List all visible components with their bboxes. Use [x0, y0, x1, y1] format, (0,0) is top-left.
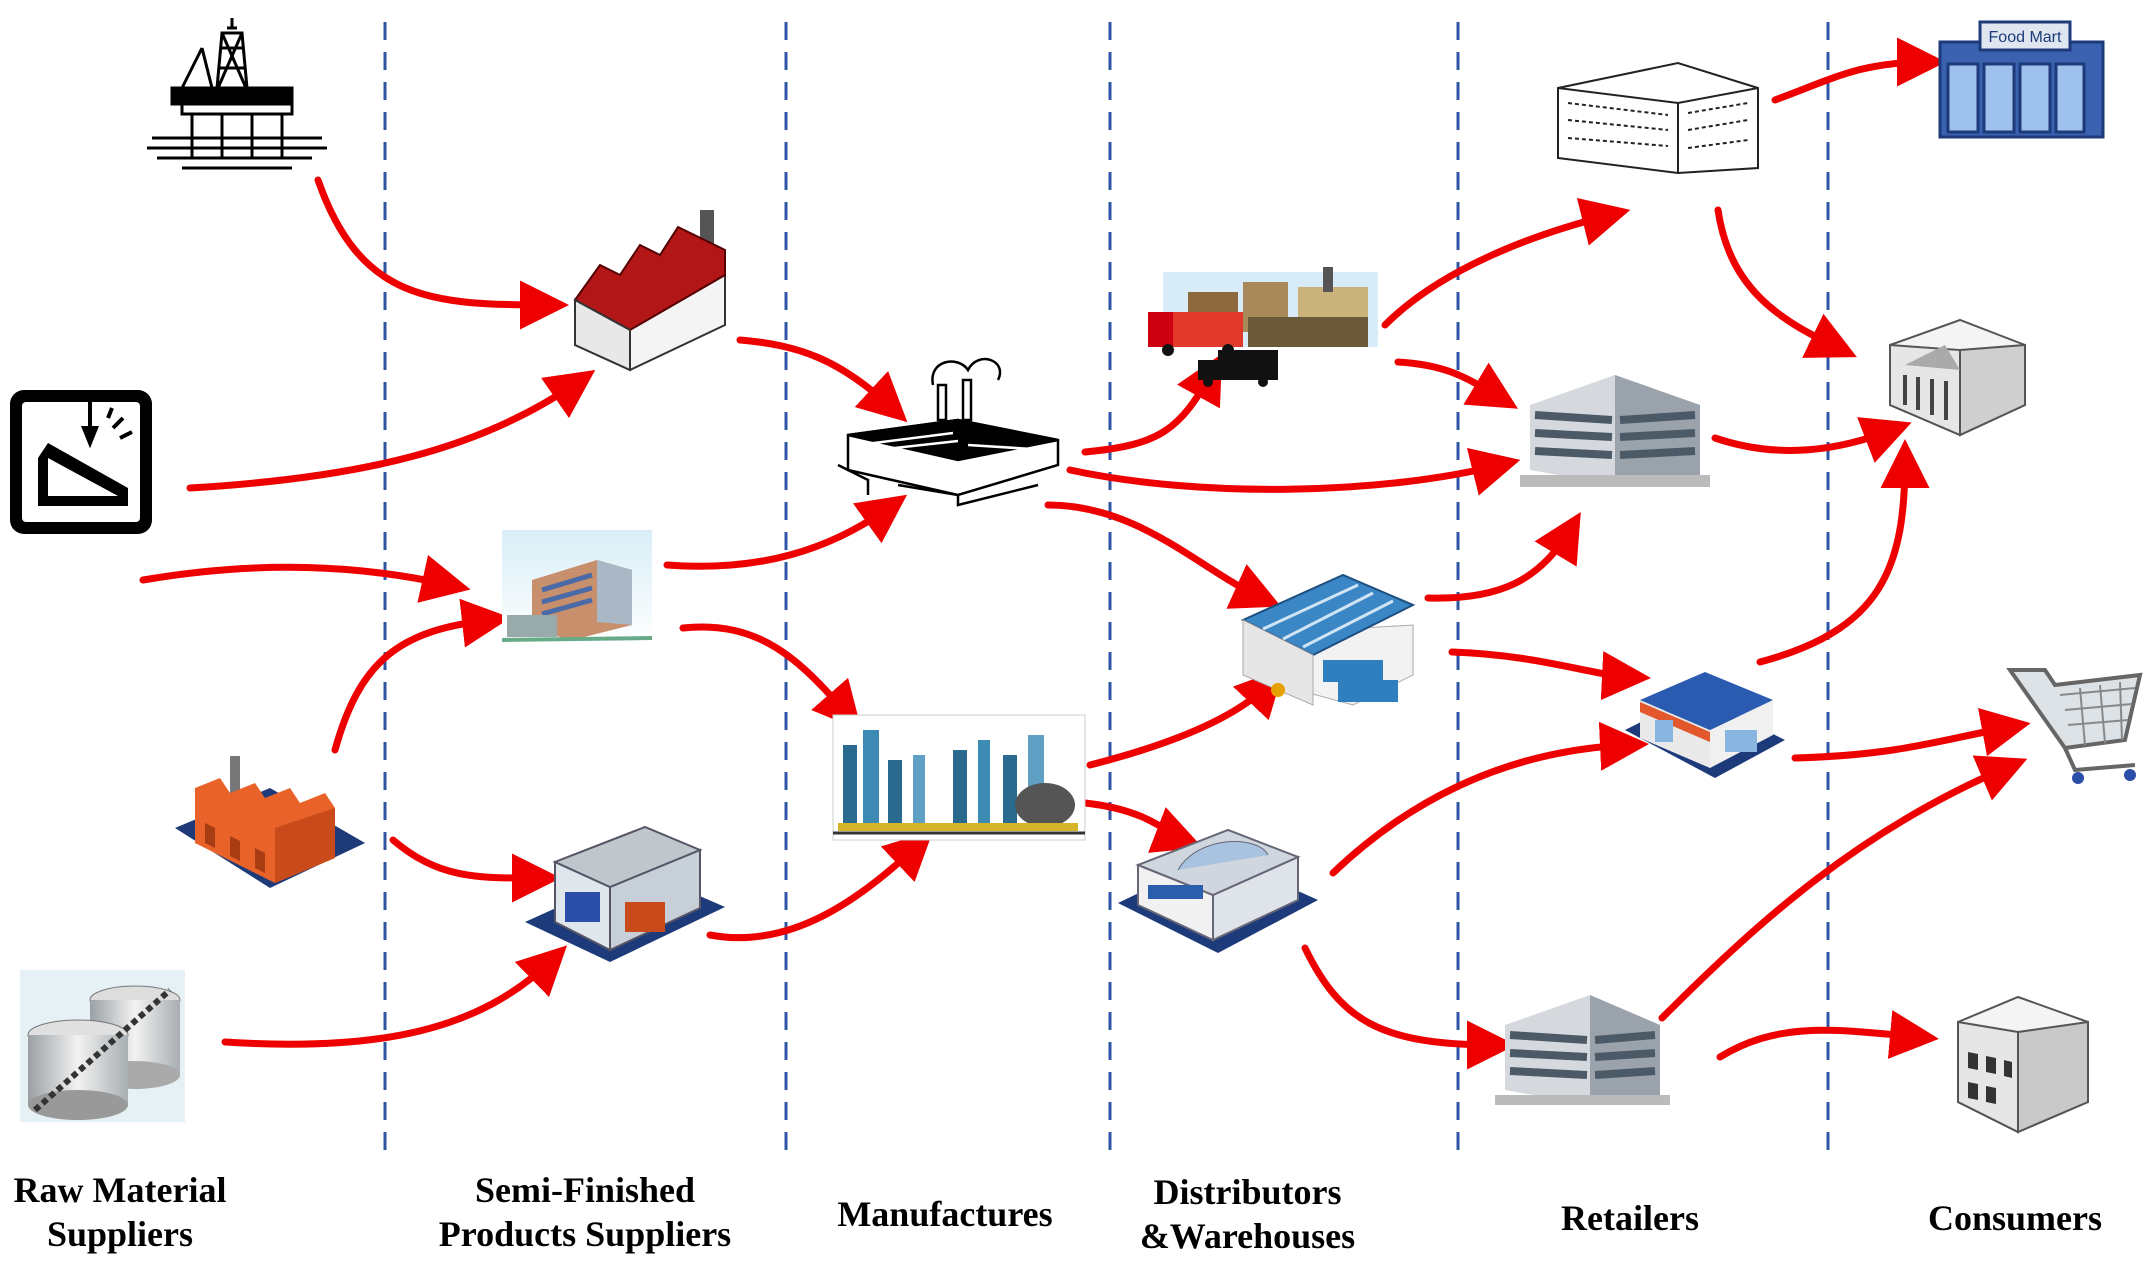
flow-arrow [706, 830, 934, 942]
flow-arrow [1301, 944, 1516, 1070]
flow-arrow [1086, 667, 1285, 769]
stage-label-consumers: Consumers [1927, 1198, 2102, 1238]
flow-arrow [221, 945, 568, 1048]
department-store-icon [1557, 61, 1759, 175]
stage-label-semi-finished-products-suppliers: Semi-Finished Products Suppliers [438, 1170, 732, 1254]
stage-label-distributors-warehouses: Distributors &Warehouses [1139, 1172, 1356, 1256]
flow-arrow [1714, 206, 1857, 358]
flow-arrow [663, 494, 908, 570]
flow-arrow [1081, 799, 1203, 853]
orange-factory-icon [175, 756, 365, 888]
flow-arrow [1756, 439, 1930, 666]
retail-shop-icon [1625, 672, 1785, 778]
stage-label-retailers: Retailers [1561, 1198, 1699, 1238]
bank-building-icon [1889, 318, 2026, 437]
flow-arrow [1791, 708, 2031, 762]
industrial-plant-icon [837, 358, 1060, 507]
flow-arrow [314, 176, 569, 330]
flow-arrows [139, 37, 2031, 1070]
blue-warehouse-icon [525, 825, 725, 962]
flow-arrow [1771, 37, 1946, 104]
refinery-icon [832, 714, 1086, 841]
food-mart-icon: Food Mart [1938, 20, 2105, 139]
flow-arrow [331, 598, 511, 754]
small-building-icon [1957, 995, 2089, 1134]
flow-arrow [1329, 721, 1649, 877]
blue-distribution-center-icon [1118, 828, 1318, 953]
stage-label-manufactures: Manufactures [837, 1194, 1053, 1234]
oil-rig-icon [147, 18, 327, 170]
distribution-warehouse-icon [1240, 573, 1416, 706]
steel-beam-crane-icon [10, 390, 152, 534]
flow-arrow [1394, 358, 1519, 409]
flow-arrow [389, 836, 561, 903]
office-building-icon [501, 530, 653, 645]
food-mart-sign: Food Mart [1989, 29, 2062, 46]
flow-arrow [1658, 755, 2028, 1022]
flow-arrow [186, 370, 596, 492]
retail-office-building-icon [1520, 375, 1710, 487]
retail-office-building-2-icon [1495, 995, 1670, 1105]
stage-label-raw-material-suppliers: Raw Material Suppliers [13, 1170, 227, 1254]
flow-arrow [1711, 417, 1912, 463]
flow-arrow [1716, 1010, 1939, 1061]
shopping-cart-icon [2006, 668, 2143, 784]
flow-arrow [1044, 501, 1282, 609]
flow-arrow [1448, 648, 1651, 701]
flow-arrow [139, 555, 471, 603]
flow-arrow [679, 623, 862, 731]
flow-arrow [1081, 353, 1223, 456]
truck-depot-icon [1148, 267, 1378, 387]
flow-arrow [1424, 511, 1581, 602]
flow-arrow [736, 336, 908, 423]
red-roof-factory-icon [573, 210, 726, 372]
storage-tanks-icon [20, 970, 185, 1122]
flow-arrow [1066, 448, 1521, 496]
flow-arrow [1381, 198, 1631, 329]
stage-dividers [383, 22, 1830, 1152]
